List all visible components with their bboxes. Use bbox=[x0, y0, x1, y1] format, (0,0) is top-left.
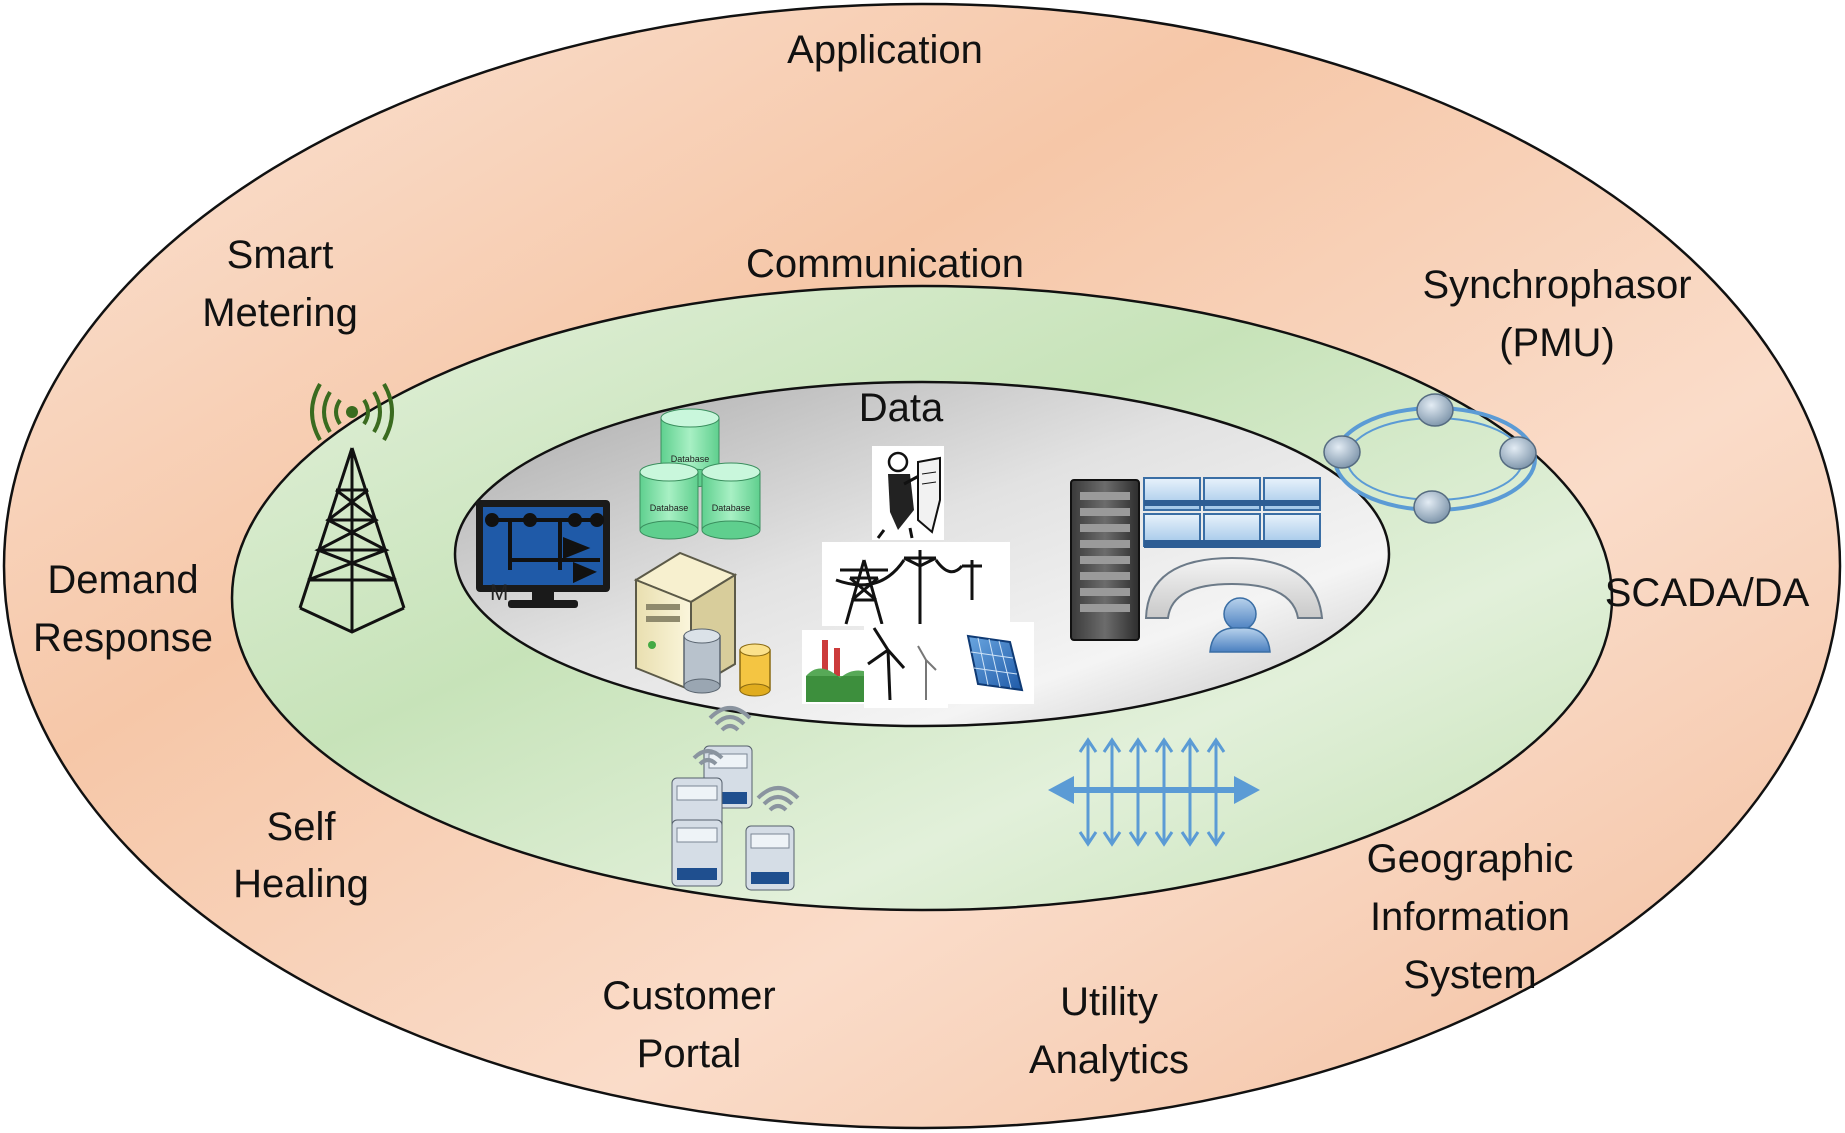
svg-text:Portal: Portal bbox=[637, 1032, 742, 1076]
wireless-signal-icon bbox=[692, 706, 800, 812]
communication-layer-label: Communication bbox=[746, 242, 1024, 286]
router-node-icon bbox=[1323, 393, 1537, 524]
svg-text:Database: Database bbox=[650, 503, 689, 513]
server-rack-icon bbox=[1070, 479, 1140, 641]
svg-text:Metering: Metering bbox=[202, 291, 358, 335]
gis-label: Geographic Information System bbox=[1367, 837, 1574, 997]
radio-tower-icon bbox=[298, 383, 406, 634]
data-layer-label: Data bbox=[859, 386, 944, 430]
customer-portal-label: Customer Portal bbox=[602, 974, 775, 1076]
svg-text:Analytics: Analytics bbox=[1029, 1038, 1189, 1082]
svg-text:Database: Database bbox=[671, 454, 710, 464]
svg-text:Utility: Utility bbox=[1060, 980, 1158, 1024]
svg-text:Healing: Healing bbox=[233, 862, 369, 906]
svg-text:System: System bbox=[1403, 953, 1536, 997]
svg-text:Self: Self bbox=[267, 805, 337, 849]
operator-person-icon bbox=[1209, 597, 1271, 653]
control-desk-icon bbox=[1144, 556, 1324, 619]
synchrophasor-label: Synchrophasor (PMU) bbox=[1422, 263, 1691, 365]
bidirectional-data-flow-icon bbox=[1048, 737, 1260, 847]
svg-text:(PMU): (PMU) bbox=[1499, 321, 1615, 365]
svg-text:Information: Information bbox=[1370, 895, 1570, 939]
control-room-icon bbox=[1143, 477, 1324, 653]
svg-text:Response: Response bbox=[33, 616, 213, 660]
database-icon: Database bbox=[639, 462, 699, 540]
storage-drum-icon bbox=[683, 628, 721, 694]
svg-text:Customer: Customer bbox=[602, 974, 775, 1018]
svg-text:Smart: Smart bbox=[227, 233, 334, 277]
svg-text:Demand: Demand bbox=[47, 558, 198, 602]
svg-text:Synchrophasor: Synchrophasor bbox=[1422, 263, 1691, 307]
wind-turbine-icon bbox=[864, 624, 948, 708]
application-layer-label: Application bbox=[787, 28, 983, 72]
transmission-line-icon bbox=[822, 542, 1010, 626]
monitor-wall-icon bbox=[1143, 477, 1321, 548]
meter-reader-icon bbox=[872, 446, 944, 540]
svg-text:Database: Database bbox=[712, 503, 751, 513]
demand-response-label: Demand Response bbox=[33, 558, 213, 660]
smart-meter-stack-icon bbox=[671, 706, 800, 891]
storage-drum-icon bbox=[739, 643, 771, 697]
monitoring-display-icon: M bbox=[476, 500, 610, 608]
solar-panel-icon bbox=[948, 622, 1034, 704]
svg-text:Geographic: Geographic bbox=[1367, 837, 1574, 881]
database-stack-icon: Database Database Database bbox=[639, 408, 761, 540]
pmu-ring-network-icon bbox=[1323, 393, 1537, 524]
smart-metering-label: Smart Metering bbox=[202, 233, 358, 335]
scada-da-label: SCADA/DA bbox=[1605, 571, 1810, 615]
self-healing-label: Self Healing bbox=[233, 805, 369, 906]
monitor-caption: M bbox=[490, 580, 508, 605]
database-icon: Database bbox=[701, 462, 761, 540]
server-icon bbox=[633, 551, 771, 697]
utility-analytics-label: Utility Analytics bbox=[1029, 980, 1189, 1082]
